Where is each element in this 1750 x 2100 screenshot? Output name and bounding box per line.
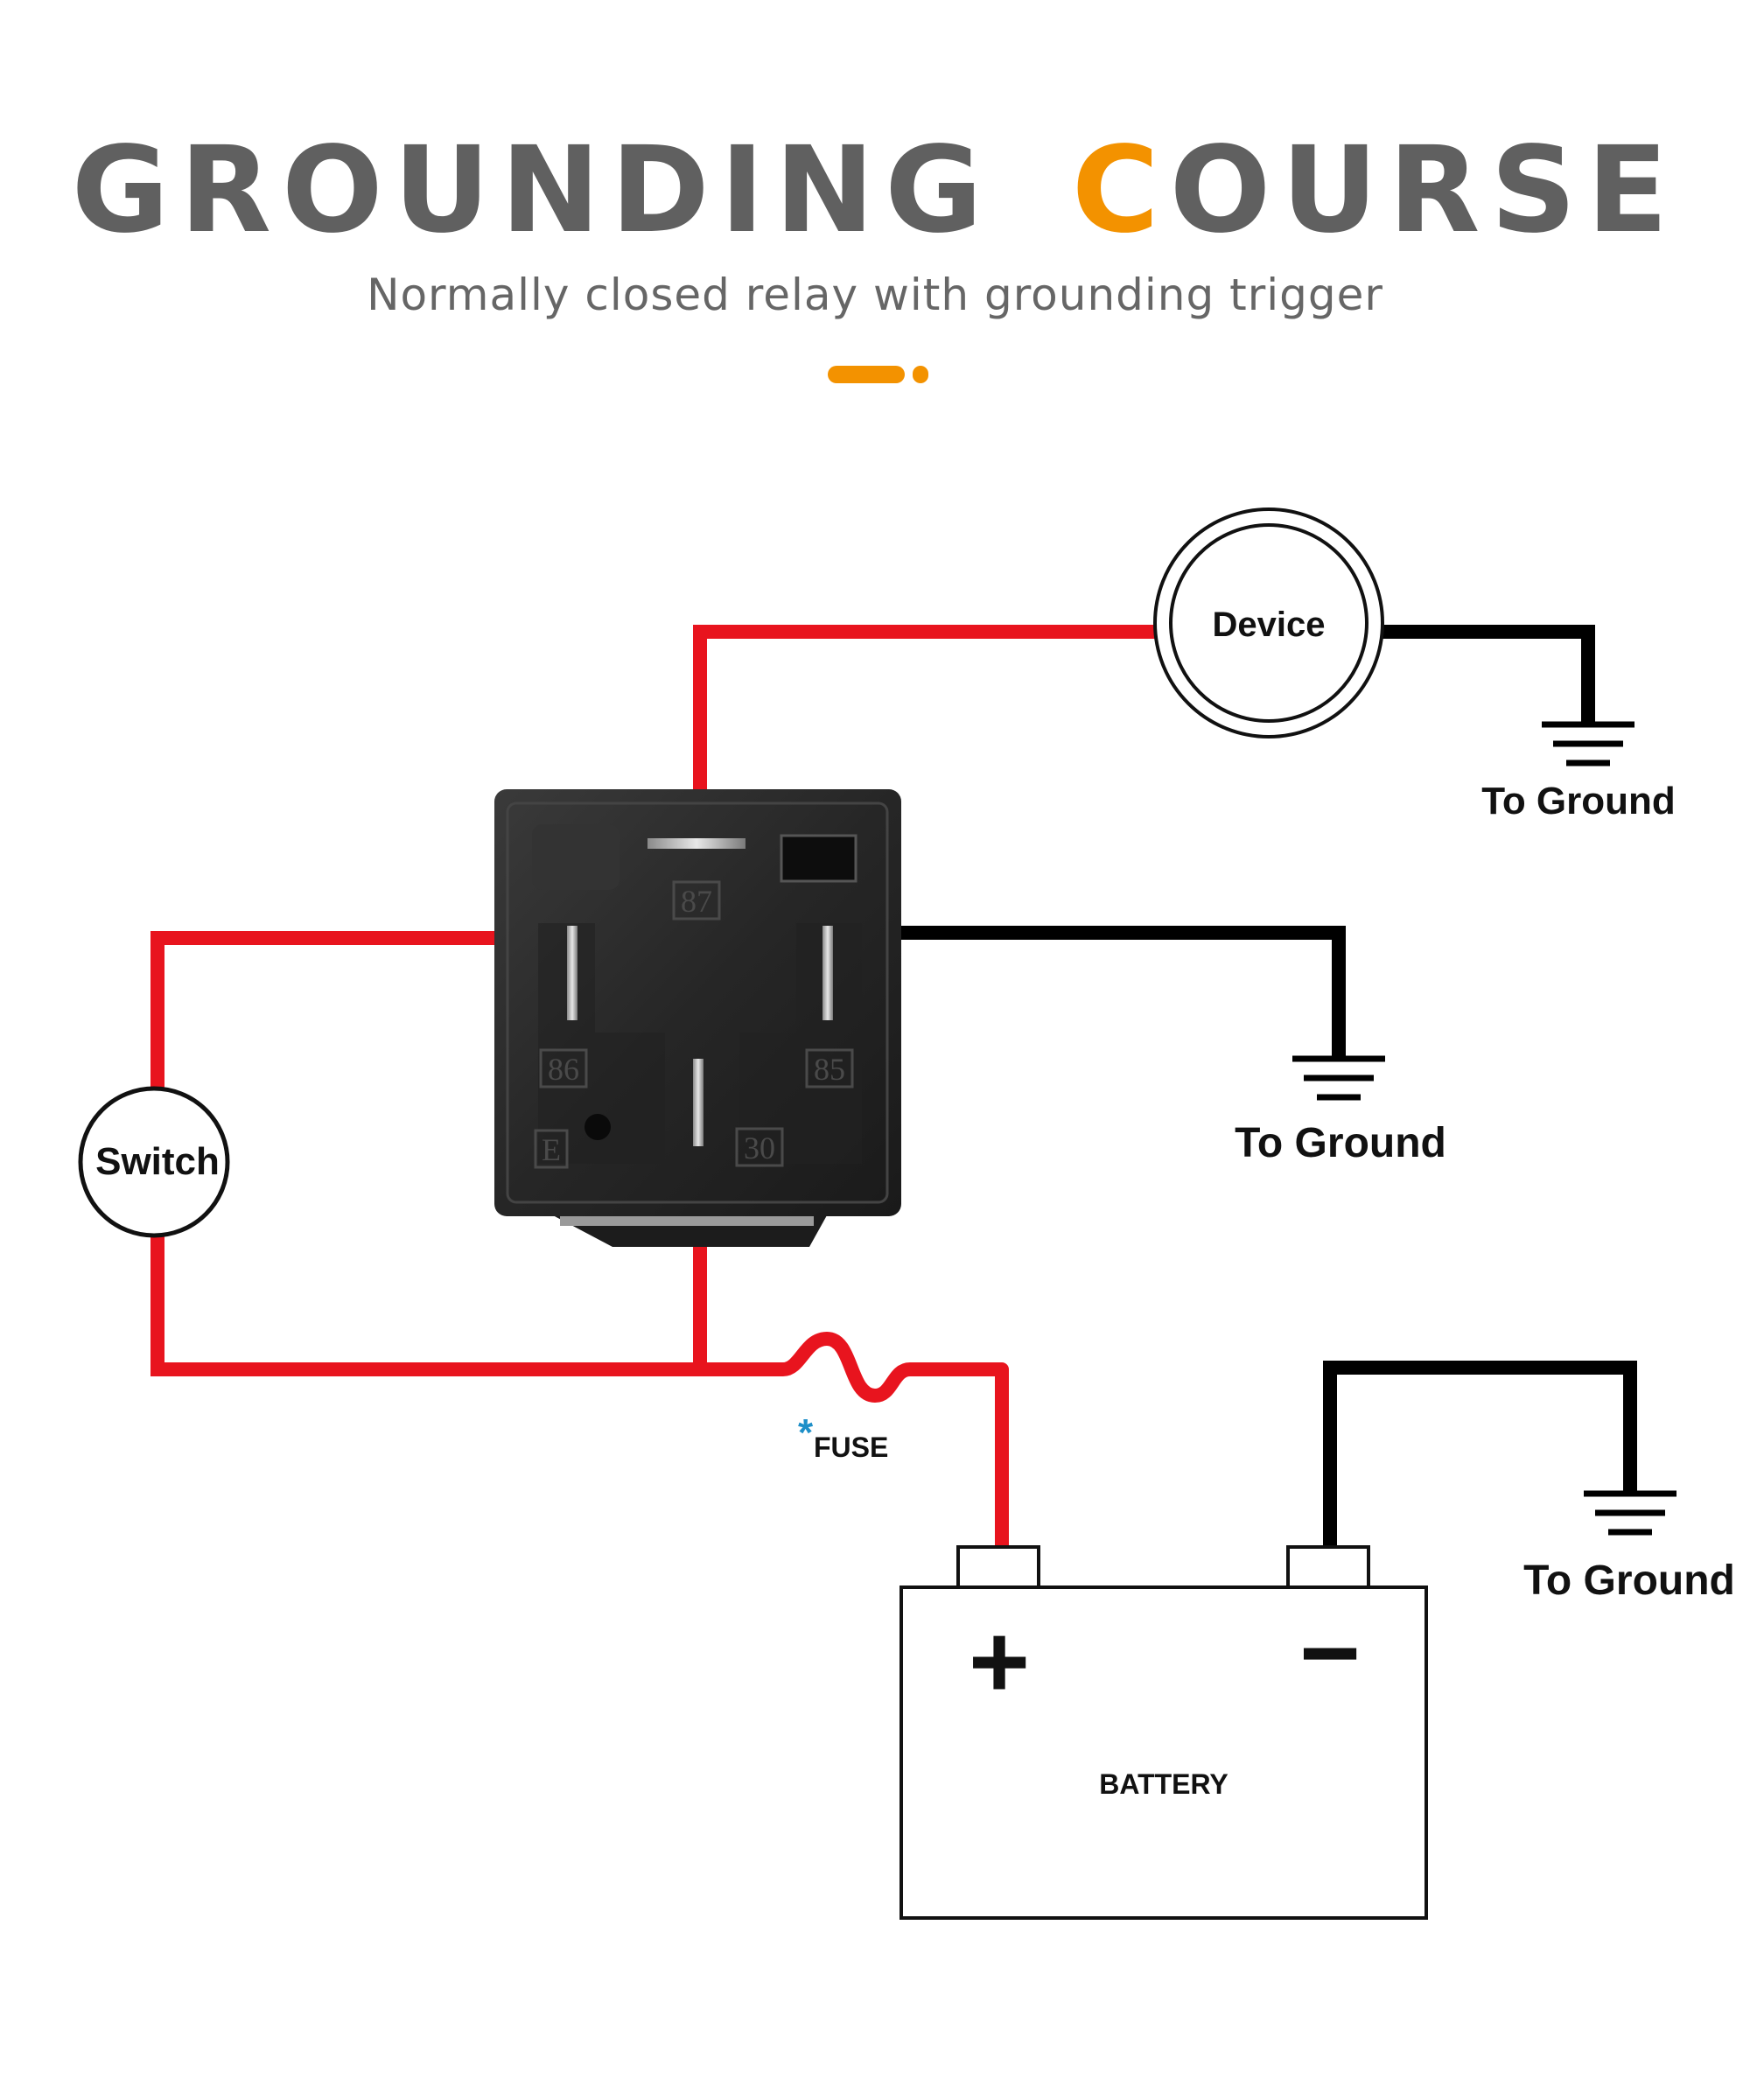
relay-pin-85 bbox=[822, 926, 833, 1020]
divider-bar bbox=[828, 366, 905, 383]
title-accent-letter: C bbox=[1071, 122, 1170, 260]
ground-label-relay: To Ground bbox=[1235, 1120, 1446, 1166]
fuse-symbol bbox=[700, 1332, 1009, 1549]
wire-battery-neg-to-ground bbox=[1323, 1361, 1637, 1549]
device-component: Device bbox=[1153, 508, 1384, 738]
battery-minus-sign: − bbox=[1299, 1594, 1361, 1712]
relay-pin-30 bbox=[693, 1059, 704, 1146]
fuse-label: FUSE bbox=[814, 1432, 888, 1463]
ground-label-battery: To Ground bbox=[1523, 1558, 1735, 1604]
ground-symbol-battery bbox=[1584, 1490, 1676, 1536]
battery-component: + − BATTERY bbox=[900, 1545, 1428, 1920]
battery-terminal-negative bbox=[1286, 1545, 1370, 1591]
wire-relay86-to-switch bbox=[150, 931, 582, 1089]
battery-body bbox=[900, 1586, 1428, 1920]
battery-label: BATTERY bbox=[1099, 1768, 1228, 1800]
title-part-grounding: GROUNDING bbox=[71, 122, 993, 260]
ground-symbol-relay bbox=[1292, 1055, 1385, 1101]
ground-symbol-device bbox=[1542, 721, 1634, 766]
title-part-ourse: OURSE bbox=[1169, 122, 1679, 260]
relay-pin-label-87: 87 bbox=[681, 884, 712, 919]
relay-pin-label-85: 85 bbox=[814, 1052, 845, 1087]
relay-pin-label-e: E bbox=[542, 1132, 561, 1167]
switch-component: Switch bbox=[78, 1086, 230, 1238]
device-label: Device bbox=[1213, 606, 1326, 644]
relay-component: 87 86 85 30 E bbox=[494, 789, 901, 1247]
wire-switch-to-junction bbox=[150, 1236, 700, 1376]
relay-pin-86 bbox=[567, 926, 578, 1020]
relay-pin-label-30: 30 bbox=[744, 1130, 775, 1166]
relay-pin-label-86: 86 bbox=[548, 1052, 579, 1087]
relay-mount-dot bbox=[584, 1114, 611, 1140]
relay-window bbox=[780, 834, 858, 883]
wire-device-to-ground bbox=[1381, 625, 1595, 723]
ground-label-device: To Ground bbox=[1481, 780, 1676, 822]
page-subtitle: Normally closed relay with grounding tri… bbox=[367, 270, 1383, 320]
divider-dot bbox=[913, 366, 928, 383]
battery-terminal-positive bbox=[956, 1545, 1040, 1591]
battery-plus-sign: + bbox=[969, 1603, 1030, 1720]
relay-pin-87 bbox=[648, 838, 746, 849]
fuse-marker: * bbox=[798, 1411, 814, 1454]
wire-relay87-to-device bbox=[693, 625, 1155, 853]
wire-relay85-to-ground bbox=[830, 926, 1346, 1057]
switch-label: Switch bbox=[95, 1140, 220, 1183]
